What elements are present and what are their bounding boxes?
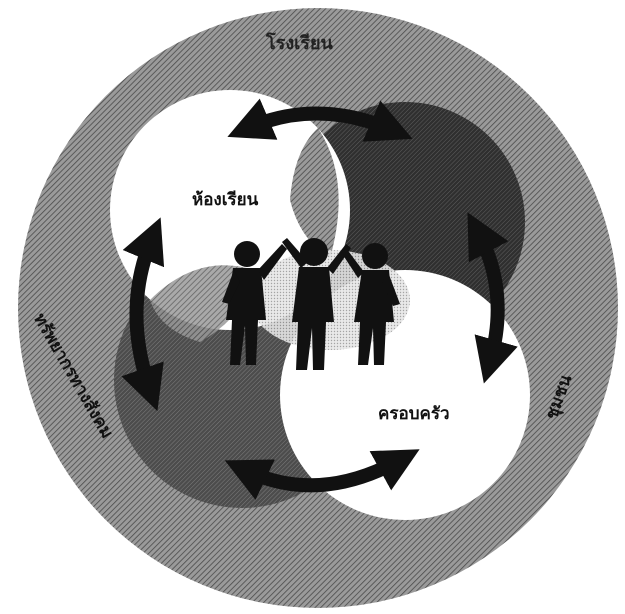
label-family: ครอบครัว xyxy=(378,400,450,427)
label-classroom: ห้องเรียน xyxy=(192,186,258,213)
label-school: โรงเรียน xyxy=(266,28,333,57)
